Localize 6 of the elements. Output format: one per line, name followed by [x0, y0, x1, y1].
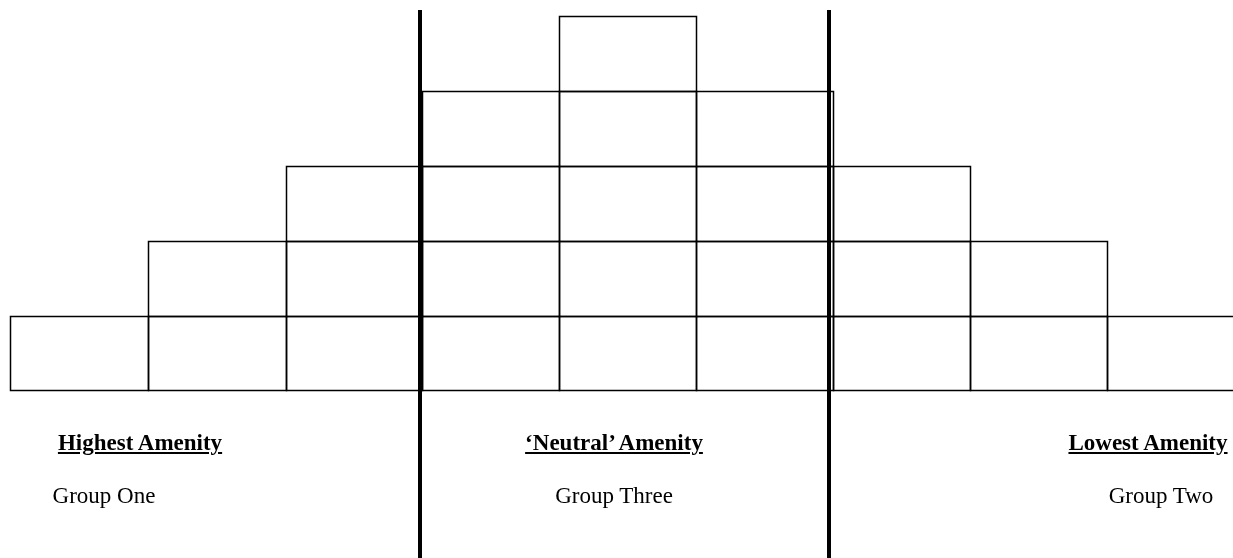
group-name: Group Two: [1108, 483, 1214, 509]
group-heading: Highest Amenity: [57, 430, 223, 456]
group-name: Group Three: [555, 483, 673, 509]
group-name: Group One: [52, 483, 156, 509]
group-heading: ‘Neutral’ Amenity: [525, 430, 703, 456]
group-heading: Lowest Amenity: [1068, 430, 1228, 456]
